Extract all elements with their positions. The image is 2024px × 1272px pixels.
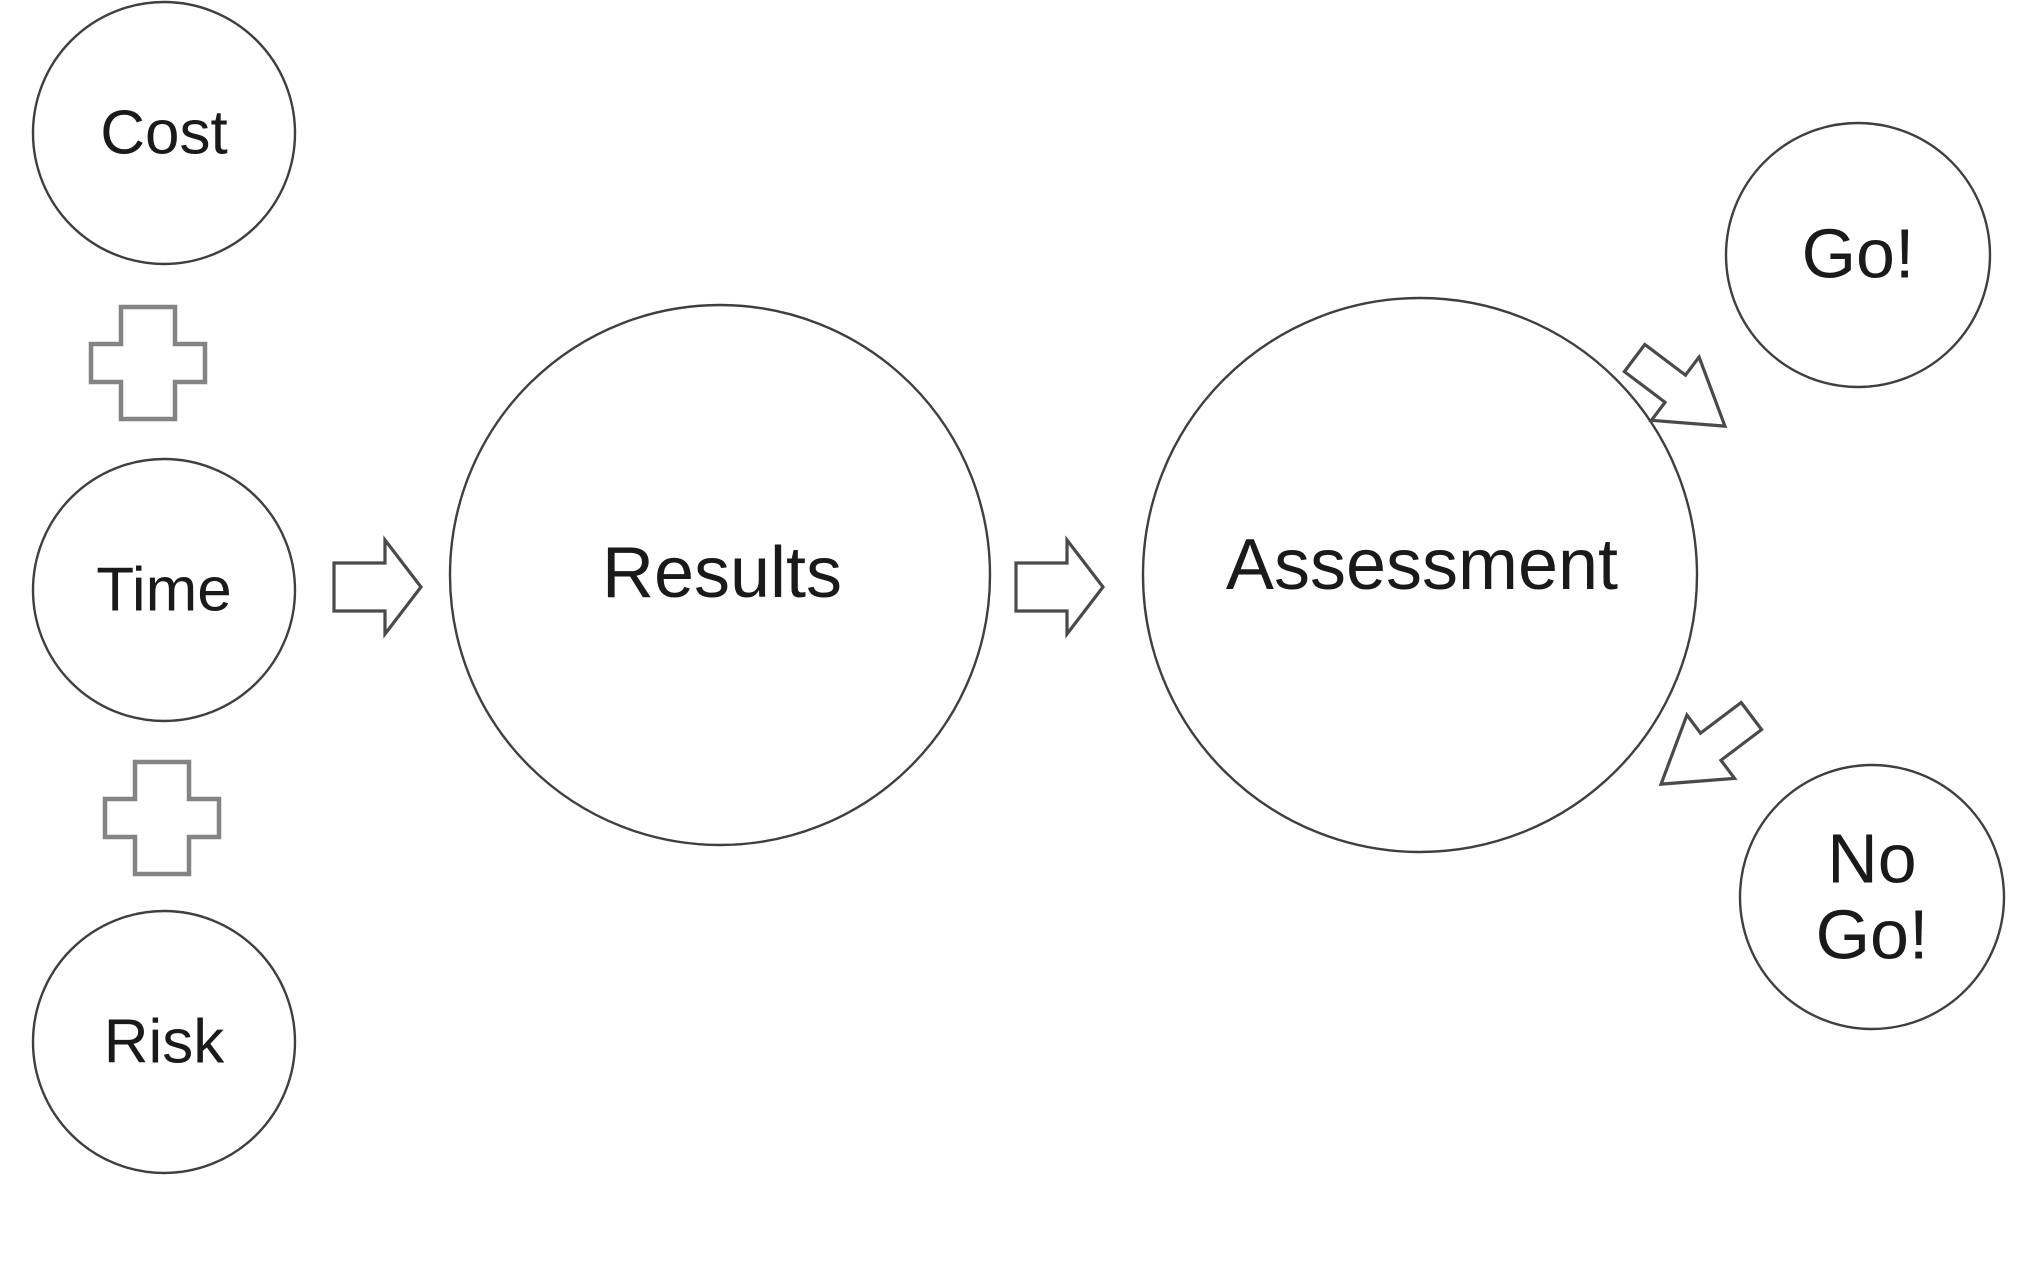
right-arrow-icon [1014,535,1106,639]
risk-circle[interactable] [31,909,297,1175]
assessment-label: Assessment [1226,525,1618,605]
node-nogo[interactable]: No Go! [1738,763,2006,1031]
nogo-label-line2: Go! [1816,895,1929,973]
results-label: Results [602,533,842,613]
right-arrow-icon [332,535,424,639]
arrow-assessment-to-go [1622,342,1728,428]
risk-label: Risk [104,1007,226,1076]
arrow-time-to-results [332,535,424,639]
go-circle[interactable] [1724,121,1992,389]
results-circle[interactable] [448,303,992,847]
up-right-arrow-icon [1622,342,1728,428]
node-go[interactable]: Go! [1724,121,1992,389]
arrow-assessment-to-nogo [1658,700,1764,786]
assessment-circle[interactable] [1141,296,1699,854]
plus-icon-cost-time [88,304,208,422]
node-time[interactable]: Time [31,457,297,723]
node-assessment[interactable]: Assessment [1141,296,1699,854]
go-label: Go! [1802,214,1915,292]
nogo-circle[interactable] [1738,763,2006,1031]
node-risk[interactable]: Risk [31,909,297,1175]
arrow-results-to-assessment [1014,535,1106,639]
cost-label: Cost [100,98,227,167]
nogo-label-line1: No [1827,819,1916,897]
time-label: Time [96,555,231,624]
down-right-arrow-icon [1658,700,1764,786]
plus-icon [102,759,222,877]
cost-circle[interactable] [31,0,297,266]
node-results[interactable]: Results [448,303,992,847]
plus-icon-time-risk [102,759,222,877]
plus-icon [88,304,208,422]
node-cost[interactable]: Cost [31,0,297,266]
time-circle[interactable] [31,457,297,723]
